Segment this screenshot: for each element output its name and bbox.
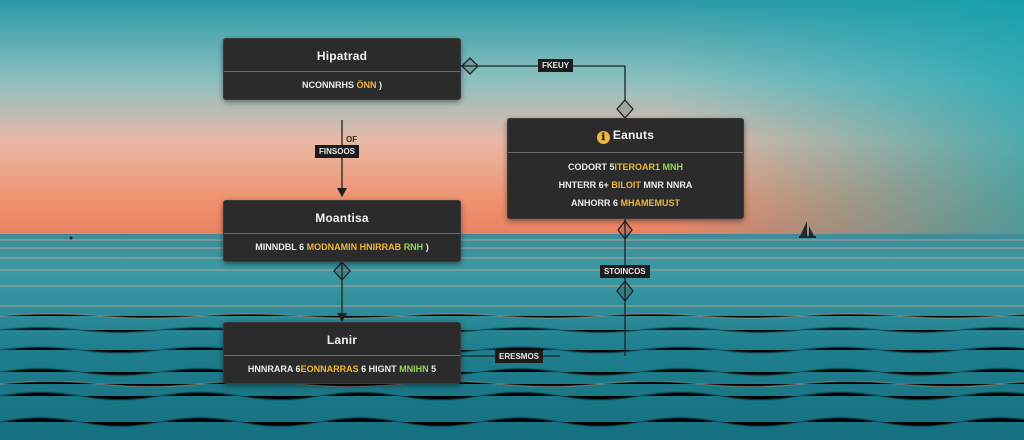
divider xyxy=(508,152,743,153)
field-token: 5 xyxy=(428,364,437,374)
divider xyxy=(224,71,460,72)
divider xyxy=(224,355,460,356)
relation-label: OF xyxy=(346,135,358,144)
field-token: 6 xyxy=(358,364,369,374)
field-token: CODORT xyxy=(567,162,607,172)
field-token: MINNDBL xyxy=(255,242,297,252)
entity-title: Eanuts xyxy=(612,128,655,142)
entity-title: Hipatrad xyxy=(316,49,368,63)
relation-label: FKEUY xyxy=(538,59,574,72)
field-token: MODNAMIN xyxy=(306,242,358,252)
field-token: 5 xyxy=(606,162,615,172)
arrow-head xyxy=(337,313,347,322)
field-token: NCONNRHS xyxy=(301,80,354,90)
field-token: ANHORR xyxy=(570,198,611,208)
info-icon: ℹ xyxy=(596,131,610,144)
entity-field-row: HNNRARA 6EONNARRAS 6 HIGNT MNIHN 5 xyxy=(224,356,460,374)
field-token: HNIRRAB xyxy=(359,242,402,252)
field-token: ) xyxy=(376,80,382,90)
relation-label: STOINCOS xyxy=(600,265,650,278)
field-token: 6+ xyxy=(596,180,609,190)
entity-field-row: ANHORR 6 MHAMEMUST xyxy=(508,190,743,208)
field-token: ) xyxy=(423,242,429,252)
field-token: EONNARRAS xyxy=(300,364,359,374)
entity-field-row: HNTERR 6+ BILOIT MNR NNRA xyxy=(508,172,743,190)
relation-label: FINSOOS xyxy=(315,145,360,158)
field-token: HNNRARA xyxy=(247,364,294,374)
field-token: MNR xyxy=(640,180,664,190)
field-token: MNIHN xyxy=(396,364,429,374)
entity-box-hipatrad[interactable]: Hipatrad NCONNRHS ÖNN ) xyxy=(223,38,461,100)
field-token: HNTERR xyxy=(558,180,597,190)
entity-field-row: MINNDBL 6 MODNAMIN HNIRRAB RNH ) xyxy=(224,234,460,252)
divider xyxy=(224,233,460,234)
entity-box-lanir[interactable]: Lanir HNNRARA 6EONNARRAS 6 HIGNT MNIHN 5 xyxy=(223,322,461,384)
field-token: BILOIT xyxy=(608,180,641,190)
field-token: 6 xyxy=(296,242,307,252)
entity-field-row: NCONNRHS ÖNN ) xyxy=(224,72,460,90)
field-token: NNRA xyxy=(663,180,693,190)
field-token: ÖNN xyxy=(354,80,377,90)
entity-box-moantisa[interactable]: Moantisa MINNDBL 6 MODNAMIN HNIRRAB RNH … xyxy=(223,200,461,262)
relation-label: ERESMOS xyxy=(495,350,544,363)
field-token: MHAMEMUST xyxy=(618,198,681,208)
entity-title: Moantisa xyxy=(315,211,369,225)
field-token: ITEROAR1 xyxy=(614,162,661,172)
field-token: 6 xyxy=(610,198,618,208)
field-token: 6 xyxy=(293,364,301,374)
entity-field-row: CODORT 5ITEROAR1 MNH xyxy=(508,153,743,172)
field-token: RNH xyxy=(403,242,424,252)
field-token: HIGNT xyxy=(368,364,397,374)
entity-title: Lanir xyxy=(326,333,358,347)
field-token: MNH xyxy=(660,162,684,172)
sailboat xyxy=(799,221,816,238)
arrow-head xyxy=(337,188,347,197)
